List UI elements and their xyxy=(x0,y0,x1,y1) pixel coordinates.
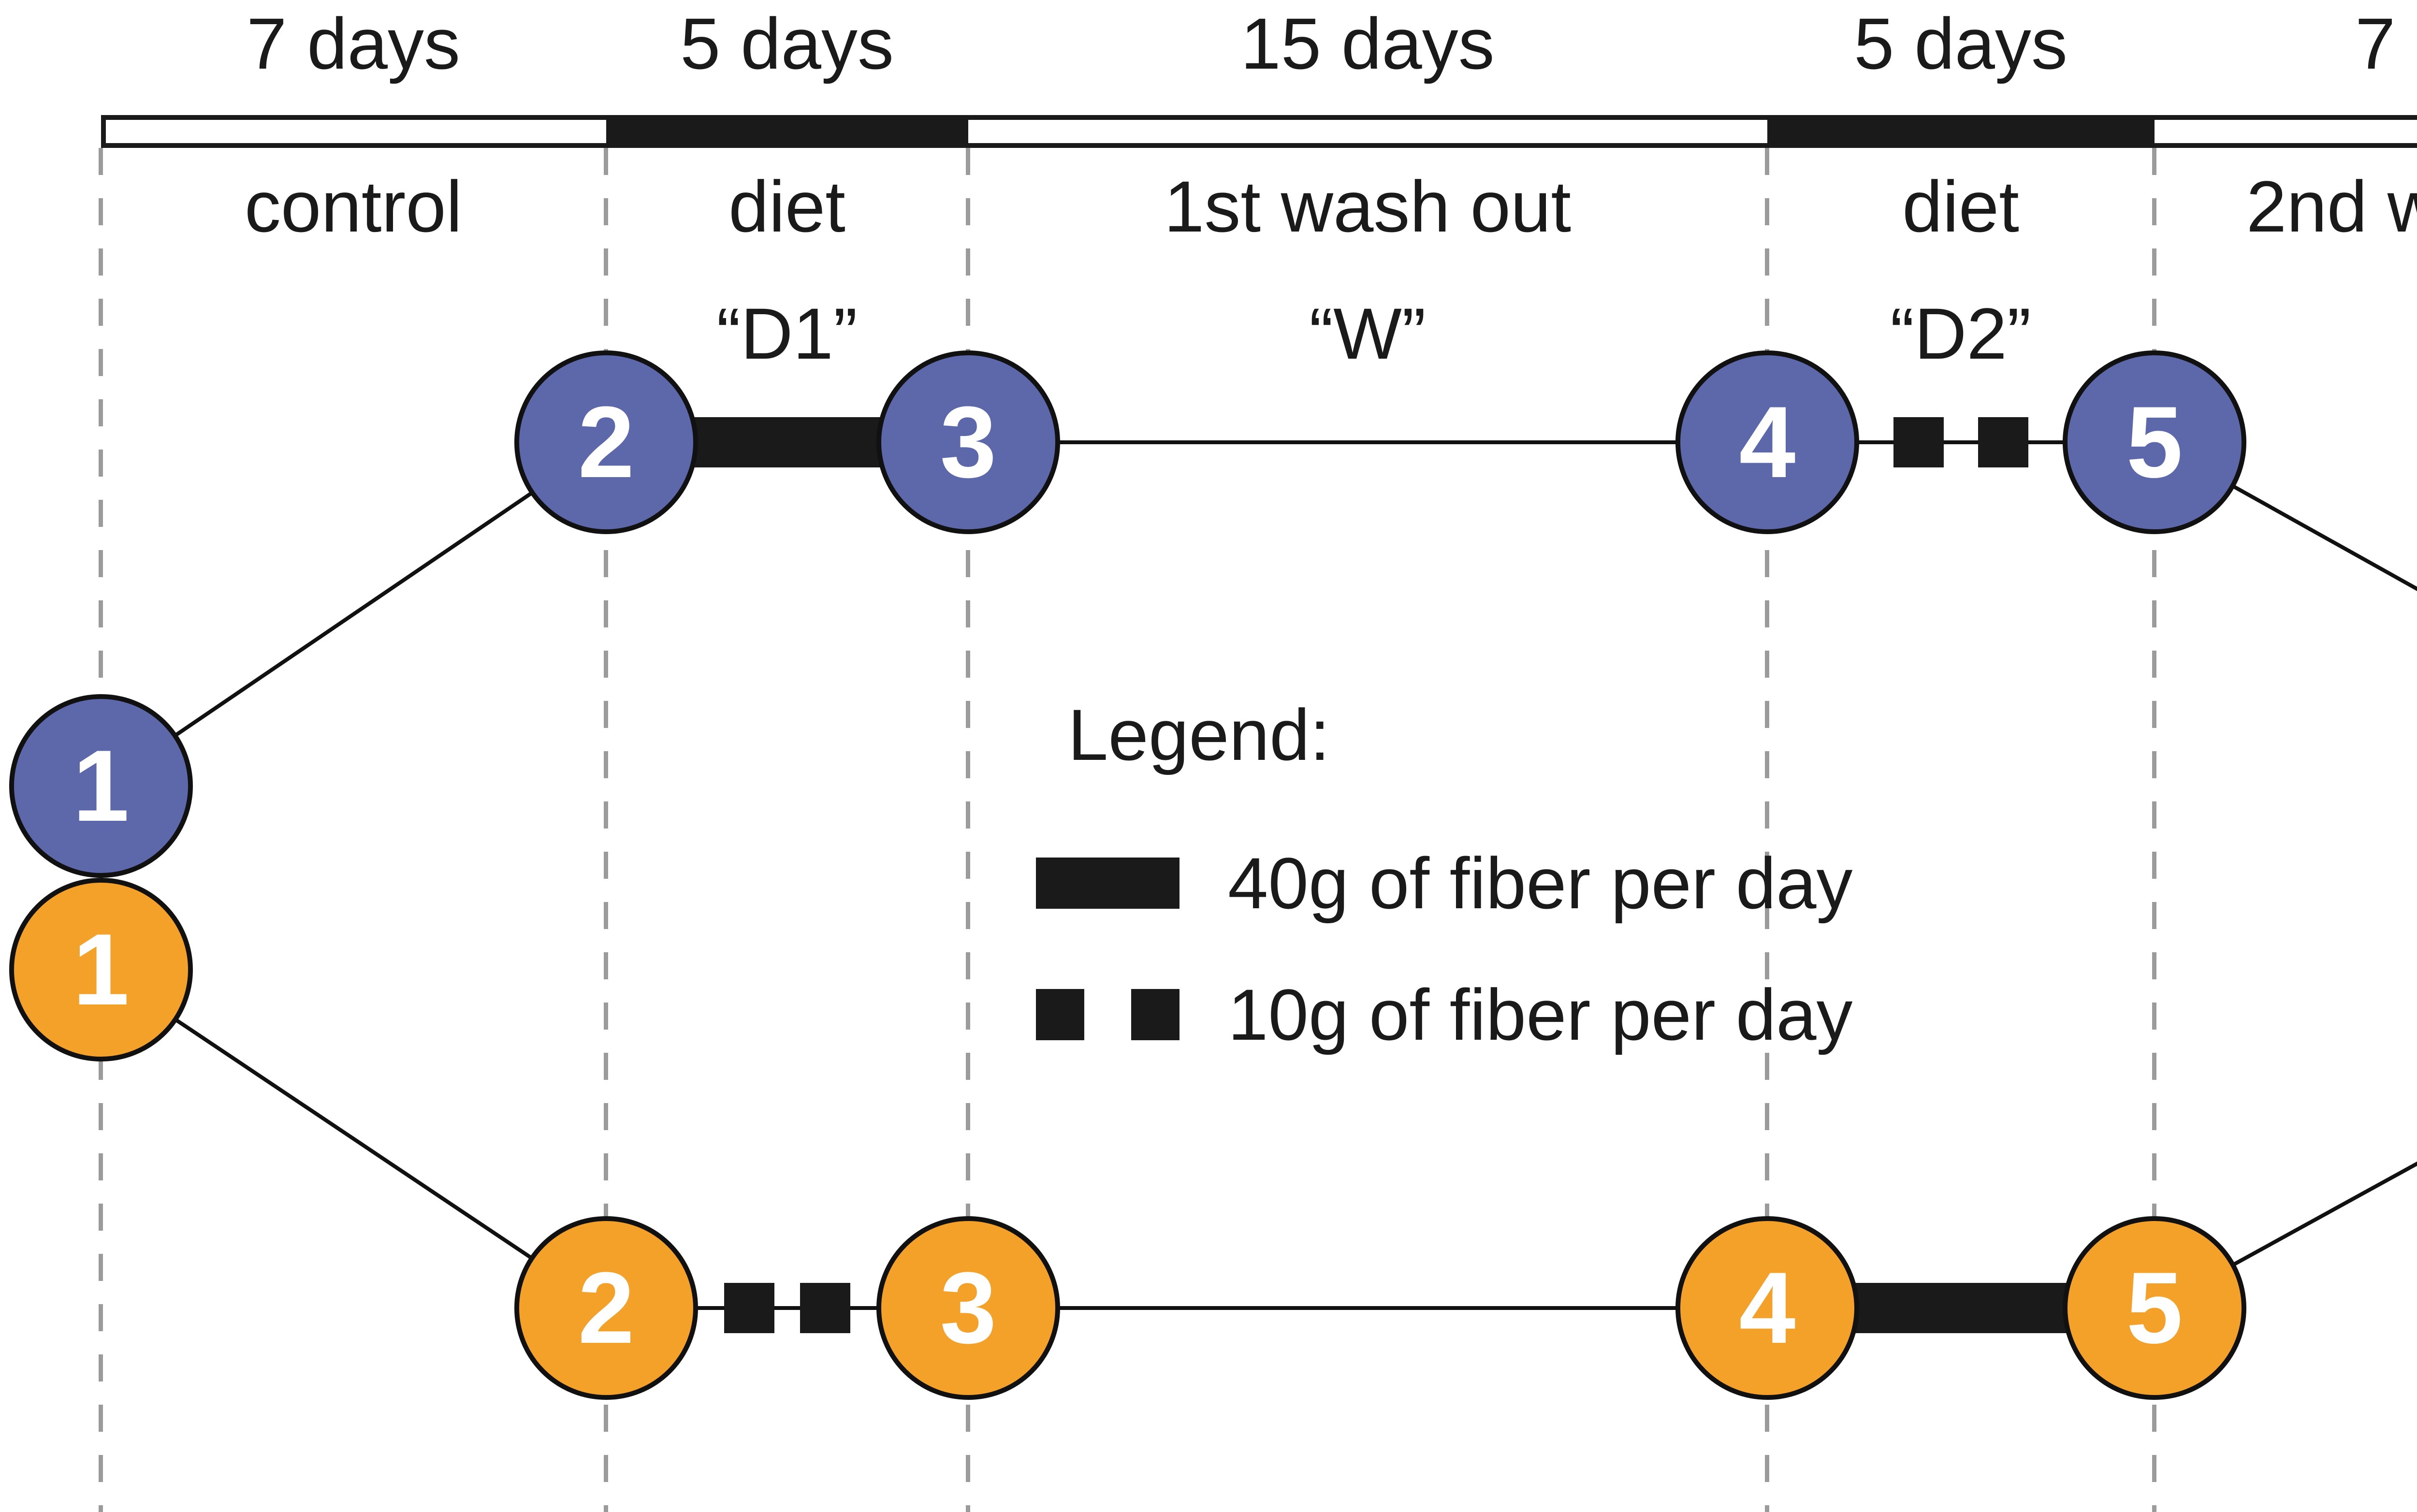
phase-boundary-line xyxy=(966,148,970,1512)
phase-label: diet xyxy=(1902,166,2019,247)
legend-item-label: 10g of fiber per day xyxy=(1228,974,1853,1055)
legend-item-10g: 10g of fiber per day xyxy=(1036,978,1853,1051)
double-square-swatch xyxy=(1036,989,1179,1040)
duration-label: 15 days xyxy=(1240,3,1495,84)
period-code-label: “D2” xyxy=(1890,293,2031,374)
visit-node-bottom-4: 4 xyxy=(1675,1216,1859,1400)
legend: Legend: 40g of fiber per day 10g of fibe… xyxy=(1036,698,1853,1051)
phase-boundary-line xyxy=(1765,148,1769,1512)
period-code-label: “W” xyxy=(1309,293,1426,374)
link-top-5-6 xyxy=(2154,440,2417,591)
legend-title: Legend: xyxy=(1068,694,1330,775)
10g-square xyxy=(724,1283,774,1333)
legend-item-label: 40g of fiber per day xyxy=(1228,843,1853,924)
visit-node-bottom-2: 2 xyxy=(514,1216,698,1400)
link-bottom-1-2 xyxy=(100,968,608,1310)
phase-label: 2nd wash out xyxy=(2246,166,2417,247)
duration-label: 5 days xyxy=(680,3,894,84)
phase-label: control xyxy=(244,166,463,247)
10g-square xyxy=(1978,417,2028,467)
visit-node-top-2: 2 xyxy=(514,350,698,534)
visit-node-top-3: 3 xyxy=(876,350,1060,534)
visit-node-top-5: 5 xyxy=(2063,350,2246,534)
visit-node-bottom-3: 3 xyxy=(876,1216,1060,1400)
duration-label: 7 days xyxy=(247,3,460,84)
duration-label: 7 days xyxy=(2355,3,2417,84)
link-top-1-2 xyxy=(100,440,608,788)
phase-label: 1st wash out xyxy=(1164,166,1572,247)
visit-node-top-1: 1 xyxy=(9,694,193,878)
visit-node-bottom-5: 5 xyxy=(2063,1216,2246,1400)
duration-label: 5 days xyxy=(1854,3,2068,84)
period-code-label: “D1” xyxy=(716,293,858,374)
dose-10g-squares-top xyxy=(1859,417,2063,467)
phase-boundary-line xyxy=(604,148,608,1512)
10g-square xyxy=(800,1283,851,1333)
timeline-diet1-segment xyxy=(606,115,968,148)
timeline-diet2-segment xyxy=(1767,115,2155,148)
dose-10g-squares-bottom xyxy=(698,1283,876,1333)
legend-item-40g: 40g of fiber per day xyxy=(1036,847,1853,919)
visit-node-bottom-1: 1 xyxy=(9,878,193,1061)
visit-node-top-4: 4 xyxy=(1675,350,1859,534)
timeline-bar xyxy=(101,115,2417,148)
phase-boundary-line xyxy=(2152,148,2156,1512)
10g-square xyxy=(1893,417,1944,467)
solid-bar-swatch xyxy=(1036,858,1179,909)
phase-label: diet xyxy=(728,166,845,247)
link-bottom-5-6 xyxy=(2154,1161,2417,1310)
